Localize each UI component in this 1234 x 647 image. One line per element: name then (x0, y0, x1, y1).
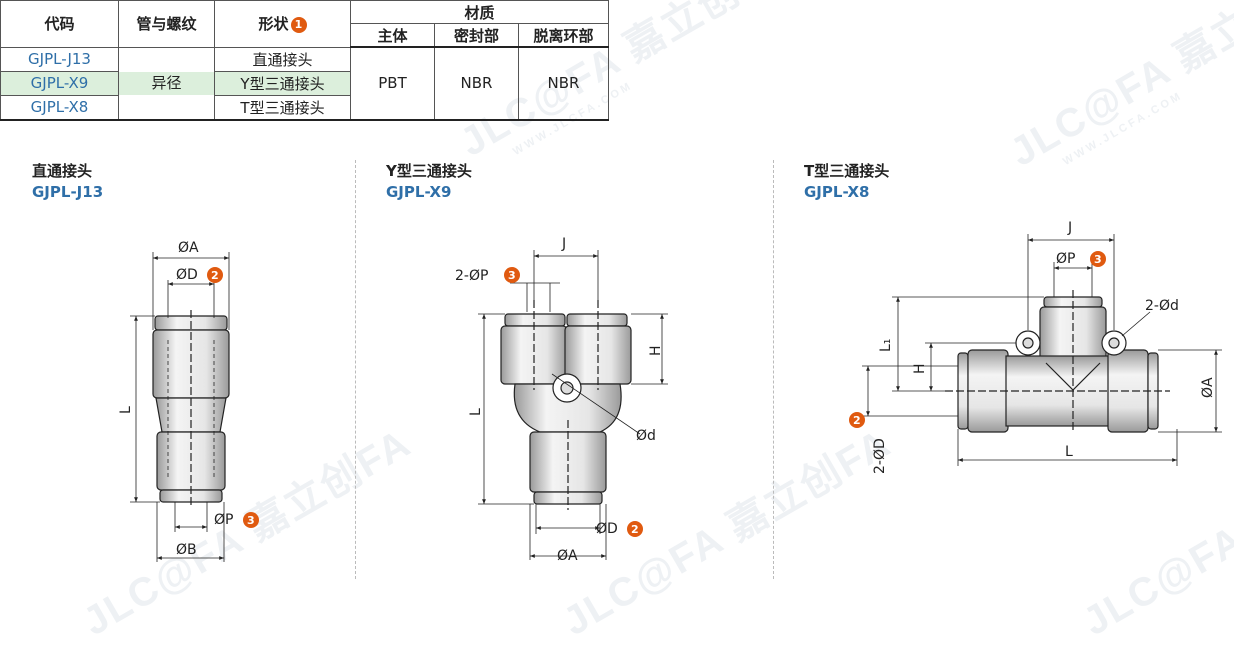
note-badge-text: 3 (508, 269, 516, 282)
straight-dimensions (130, 252, 230, 562)
note-badge (627, 521, 643, 537)
dim-P: 2-ØP (455, 268, 488, 284)
straight-fitting-drawing (152, 310, 230, 508)
dim-d: 2-Ød (1145, 298, 1179, 314)
note-badge (849, 412, 865, 428)
note-badge-text: 2 (631, 523, 639, 536)
note-badge: 1 (290, 16, 307, 33)
dim-P: ØP (1056, 251, 1075, 267)
dim-L1: L₁ (878, 339, 894, 352)
dim-D: ØD (596, 521, 618, 537)
note-badge-text: 2 (853, 414, 861, 427)
dim-A: ØA (557, 548, 578, 564)
note-badge (207, 267, 223, 283)
dim-P: ØP (214, 512, 233, 528)
row-shape: T型三通接头 (214, 94, 351, 121)
dim-D: ØD (176, 267, 198, 283)
row-shape: 直通接头 (214, 46, 351, 72)
note-badge-text: 3 (247, 514, 255, 527)
header-body: 主体 (350, 23, 435, 48)
dim-A: ØA (178, 240, 199, 256)
header-release: 脱离环部 (518, 23, 609, 48)
header-code: 代码 (0, 0, 119, 48)
dim-L: L (468, 408, 484, 416)
row-code: GJPL-X9 (0, 70, 119, 96)
dim-L: L (118, 406, 134, 414)
note-badge-text: 2 (211, 269, 219, 282)
row-shape: Y型三通接头 (214, 70, 351, 96)
header-thread: 管与螺纹 (118, 0, 215, 48)
divider (773, 160, 774, 579)
dim-d: Ød (636, 428, 656, 444)
note-badge-text: 3 (1094, 253, 1102, 266)
dim-A: ØA (1200, 377, 1216, 398)
divider (355, 160, 356, 579)
note-badge (504, 267, 520, 283)
note-badge (1090, 251, 1106, 267)
row-code: GJPL-X8 (0, 94, 119, 121)
dim-D: 2-ØD (872, 438, 888, 474)
dim-H: H (648, 345, 664, 356)
t-fitting-drawing (945, 290, 1170, 433)
t-dimensions (862, 234, 1222, 466)
drawings: ØA ØD 2 L ØP 3 ØB J 2-ØP 3 H (118, 220, 1222, 564)
dim-L: L (1065, 444, 1073, 460)
note-badge (243, 512, 259, 528)
y-dimensions (478, 250, 668, 560)
dim-J: J (561, 236, 566, 252)
dim-B: ØB (176, 542, 197, 558)
release-cell: NBR (518, 46, 609, 121)
header-seal: 密封部 (434, 23, 519, 48)
header-material: 材质 (350, 0, 609, 24)
y-fitting-drawing (500, 300, 632, 510)
dim-J: J (1067, 220, 1072, 236)
dim-H: H (912, 363, 928, 374)
